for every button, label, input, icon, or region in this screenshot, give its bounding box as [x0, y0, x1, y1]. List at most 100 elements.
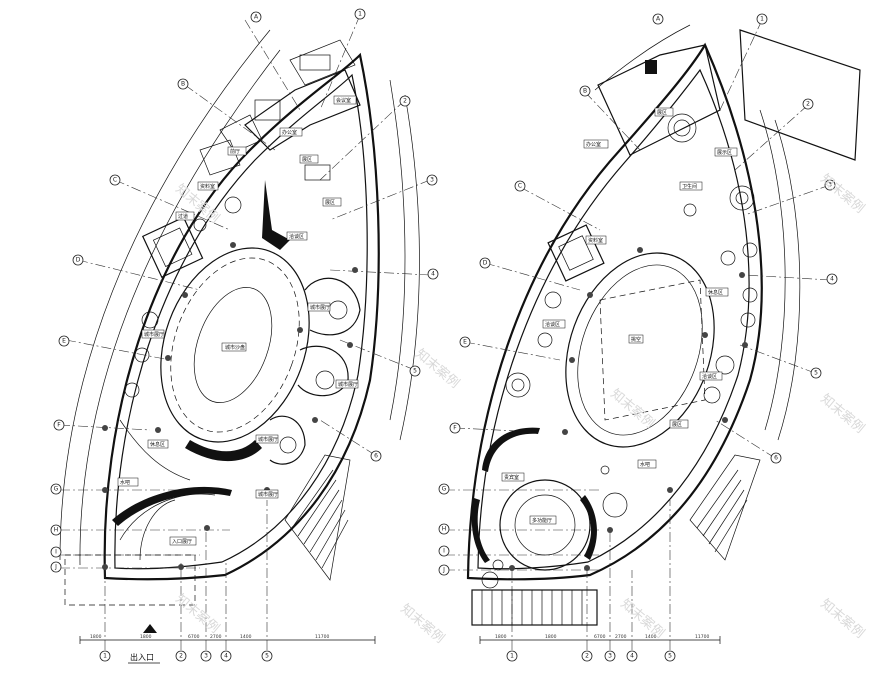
- right-grid-bubbles: A B C D E F G H I J 1 2 3 4 5 6: [438, 13, 838, 576]
- left-columns: [102, 242, 358, 570]
- room-label: 办公室: [586, 141, 601, 148]
- svg-text:4: 4: [224, 653, 228, 660]
- svg-text:11700: 11700: [315, 634, 329, 640]
- svg-text:知末案例: 知末案例: [817, 596, 867, 642]
- svg-text:6700: 6700: [594, 634, 606, 640]
- svg-text:1: 1: [358, 11, 362, 18]
- svg-text:B: B: [181, 81, 185, 88]
- svg-text:J: J: [442, 567, 445, 574]
- svg-text:I: I: [443, 548, 445, 555]
- room-label: 城市展厅: [258, 436, 278, 443]
- left-furniture: [124, 54, 348, 454]
- svg-text:知末案例: 知末案例: [817, 391, 867, 437]
- room-label: 展区: [672, 422, 682, 428]
- svg-text:1800: 1800: [140, 634, 152, 640]
- svg-text:6700: 6700: [188, 634, 200, 640]
- left-grid-lines: [59, 14, 431, 650]
- svg-text:4: 4: [830, 276, 834, 283]
- svg-text:6: 6: [374, 453, 378, 460]
- room-label: 水吧: [640, 461, 650, 468]
- right-grid-lines: [445, 19, 831, 650]
- room-label: 城市展厅: [144, 331, 164, 338]
- room-label: 洽谈区: [702, 373, 717, 380]
- svg-text:2: 2: [403, 98, 407, 105]
- svg-text:I: I: [55, 549, 57, 556]
- svg-text:B: B: [583, 88, 587, 95]
- svg-text:A: A: [254, 14, 259, 21]
- right-floor-plan: [445, 19, 861, 650]
- room-label: 洽谈区: [545, 321, 560, 328]
- left-stair: [284, 454, 351, 581]
- left-grid-bubbles: A B C D E F G H I J 1 2 3 4 5 6: [50, 8, 439, 573]
- room-label: 水吧: [120, 479, 130, 486]
- svg-text:J: J: [54, 564, 57, 571]
- svg-text:2: 2: [806, 101, 810, 108]
- svg-text:1800: 1800: [495, 634, 507, 640]
- svg-text:5: 5: [668, 653, 672, 660]
- svg-text:1800: 1800: [90, 634, 102, 640]
- right-stair: [689, 454, 761, 561]
- svg-text:2700: 2700: [615, 634, 627, 640]
- room-label: 城市沙盘: [225, 344, 245, 351]
- room-label: 多功能厅: [532, 517, 552, 524]
- svg-text:C: C: [518, 183, 522, 190]
- svg-text:知末案例: 知末案例: [412, 346, 462, 392]
- room-label: 卫生间: [682, 183, 697, 190]
- svg-text:知末案例: 知末案例: [817, 171, 867, 217]
- svg-text:5: 5: [265, 653, 269, 660]
- svg-text:C: C: [113, 177, 117, 184]
- svg-text:知末案例: 知末案例: [607, 386, 657, 432]
- svg-text:H: H: [442, 526, 447, 533]
- svg-text:3: 3: [828, 182, 832, 189]
- svg-text:1400: 1400: [645, 634, 657, 640]
- entrance-label: 出入口: [130, 652, 154, 662]
- room-label: 城市展厅: [310, 304, 330, 311]
- svg-text:G: G: [442, 486, 447, 493]
- room-label: 前厅: [230, 148, 240, 155]
- right-bottom-axis: 1 2 3 4 5: [506, 650, 676, 662]
- svg-text:2: 2: [179, 653, 183, 660]
- svg-text:2: 2: [585, 653, 589, 660]
- svg-text:E: E: [62, 338, 66, 345]
- svg-text:D: D: [76, 257, 81, 264]
- room-label: 休息区: [708, 289, 723, 296]
- room-label: 会议室: [336, 97, 351, 104]
- room-label: 展区: [302, 157, 312, 163]
- svg-text:3: 3: [608, 653, 612, 660]
- right-columns: [509, 247, 748, 571]
- svg-text:5: 5: [814, 370, 818, 377]
- room-label: 展示区: [717, 150, 732, 156]
- svg-text:1: 1: [103, 653, 107, 660]
- room-label: 展区: [657, 110, 667, 116]
- left-floor-plan: [59, 14, 431, 650]
- svg-text:2700: 2700: [210, 634, 222, 640]
- svg-text:5: 5: [413, 368, 417, 375]
- svg-text:3: 3: [430, 177, 434, 184]
- svg-text:E: E: [463, 339, 467, 346]
- room-label: 休息区: [150, 441, 165, 448]
- svg-text:知末案例: 知末案例: [397, 601, 447, 647]
- svg-text:4: 4: [630, 653, 634, 660]
- room-label: 城市展厅: [258, 491, 278, 498]
- svg-text:6: 6: [774, 455, 778, 462]
- room-label: 过道: [178, 213, 188, 220]
- room-label: 展区: [325, 200, 335, 206]
- svg-text:11700: 11700: [695, 634, 709, 640]
- room-label: 资料室: [588, 237, 603, 244]
- svg-text:A: A: [656, 16, 661, 23]
- svg-text:F: F: [453, 425, 457, 432]
- left-dimensions: 1800 1800 6700 2700 1400 11700: [90, 634, 329, 640]
- svg-text:1800: 1800: [545, 634, 557, 640]
- room-label: 办公室: [282, 129, 297, 136]
- svg-text:D: D: [483, 260, 488, 267]
- room-label: 贵宾室: [504, 474, 519, 481]
- svg-text:1: 1: [510, 653, 514, 660]
- left-bottom-axis: 1 2 3 4 5: [99, 650, 273, 662]
- svg-text:1: 1: [760, 16, 764, 23]
- svg-text:4: 4: [431, 271, 435, 278]
- room-label: 城市展厅: [338, 381, 358, 388]
- room-labels: 城市沙盘 城市展厅 城市展厅 城市展厅 城市展厅 洽谈区 休息区 水吧 办公室 …: [117, 95, 738, 546]
- svg-text:F: F: [57, 422, 61, 429]
- right-terrace-hatch: [481, 590, 583, 625]
